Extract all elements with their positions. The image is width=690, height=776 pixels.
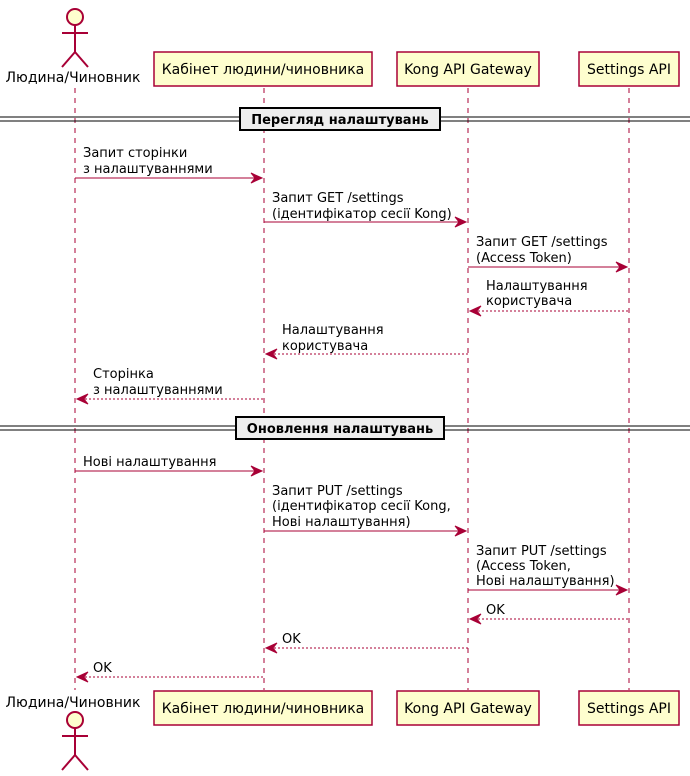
message-7: Нові налаштування [75, 455, 264, 477]
message-label-line: (ідентифікатор сесії Kong) [272, 207, 452, 222]
actor-label: Людина/Чиновник [6, 695, 141, 711]
message-label-line: Запит PUT /settings [476, 544, 607, 559]
arrow-head-icon [264, 348, 278, 360]
arrow-head-icon [75, 393, 89, 405]
participant-settings-top: Settings API [578, 51, 680, 87]
message-label-line: користувача [282, 339, 368, 354]
message-label-line: Запит PUT /settings [272, 484, 403, 499]
divider-view: Перегляд налаштувань [0, 107, 690, 131]
message-label-line: Налаштування [282, 323, 384, 338]
message-label-line: Запит сторінки [83, 146, 187, 161]
message-9: Запит PUT /settings (Access Token, Нові … [468, 544, 629, 596]
arrow-head-icon [454, 525, 468, 537]
participant-label: Settings API [587, 701, 671, 717]
message-label-line: (ідентифікатор сесії Kong, [272, 499, 451, 514]
actor-user-top: Людина/Чиновник [6, 8, 141, 86]
actor-user-bottom: Людина/Чиновник [6, 695, 141, 771]
arrow-head-icon [454, 216, 468, 228]
participant-label: Kong API Gateway [404, 62, 532, 78]
message-label-line: OK [282, 632, 301, 647]
message-8: Запит PUT /settings (ідентифікатор сесії… [264, 484, 468, 537]
arrow-head-icon [250, 172, 264, 184]
message-label-line: з налаштуваннями [83, 162, 213, 177]
message-label-line: Сторінка [93, 367, 154, 382]
message-12: OK [75, 661, 264, 683]
arrow-head-icon [615, 261, 629, 273]
arrow-head-icon [468, 613, 482, 625]
divider-update: Оновлення налаштувань [0, 416, 690, 440]
message-3: Запит GET /settings (Access Token) [468, 235, 629, 273]
message-label-line: (Access Token) [476, 251, 572, 266]
message-10: OK [468, 603, 629, 625]
message-label-line: Нові налаштування [83, 455, 217, 470]
arrow-head-icon [75, 671, 89, 683]
divider-label: Перегляд налаштувань [251, 113, 429, 128]
stick-figure-icon [61, 711, 89, 771]
participant-label: Settings API [587, 62, 671, 78]
divider-label: Оновлення налаштувань [247, 422, 433, 437]
arrow-head-icon [615, 584, 629, 596]
message-label-line: OK [93, 661, 112, 676]
message-label-line: Нові налаштування) [476, 574, 615, 589]
participant-settings-bottom: Settings API [578, 690, 680, 726]
message-label-line: Запит GET /settings [476, 235, 608, 250]
arrow-head-icon [468, 305, 482, 317]
message-1: Запит сторінки з налаштуваннями [75, 146, 264, 184]
message-label-line: з налаштуваннями [93, 383, 223, 398]
message-2: Запит GET /settings (ідентифікатор сесії… [264, 191, 468, 228]
message-4: Налаштування користувача [468, 279, 629, 317]
participant-cabinet-top: Кабінет людини/чиновника [153, 51, 373, 87]
message-label-line: Запит GET /settings [272, 191, 404, 206]
actor-label: Людина/Чиновник [6, 70, 141, 86]
participant-label: Кабінет людини/чиновника [162, 62, 365, 78]
arrow-head-icon [264, 642, 278, 654]
message-label-line: Нові налаштування) [272, 515, 411, 530]
message-6: Сторінка з налаштуваннями [75, 367, 264, 405]
message-label-line: Налаштування [486, 279, 588, 294]
message-11: OK [264, 632, 468, 654]
message-label-line: OK [486, 603, 505, 618]
arrow-head-icon [250, 465, 264, 477]
stick-figure-icon [61, 8, 89, 68]
message-5: Налаштування користувача [264, 323, 468, 360]
participant-kong-top: Kong API Gateway [396, 51, 540, 87]
message-label-line: користувача [486, 294, 572, 309]
participant-kong-bottom: Kong API Gateway [396, 690, 540, 726]
participant-cabinet-bottom: Кабінет людини/чиновника [153, 690, 373, 726]
participant-label: Kong API Gateway [404, 701, 532, 717]
participant-label: Кабінет людини/чиновника [162, 701, 365, 717]
message-label-line: (Access Token, [476, 559, 571, 574]
